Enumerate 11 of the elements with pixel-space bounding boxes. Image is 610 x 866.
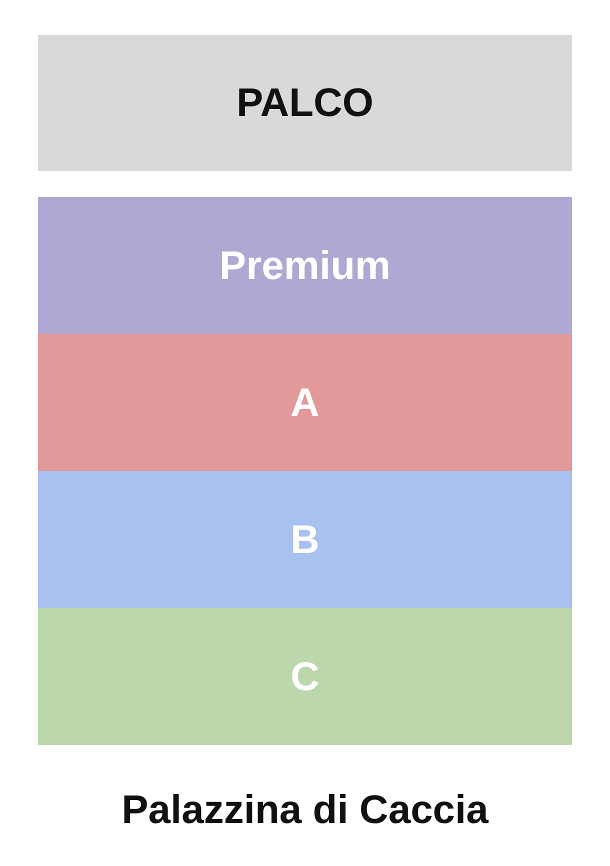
seating-zone xyxy=(38,471,572,608)
caption: Palazzina di Caccia xyxy=(120,787,490,834)
zone-label: C xyxy=(290,654,320,698)
seating-zone xyxy=(38,608,572,745)
zone-label: PALCO xyxy=(236,81,374,125)
stage-zone xyxy=(38,35,572,171)
seating-zone xyxy=(38,334,572,471)
zone-label: A xyxy=(290,380,320,424)
zone-label: Premium xyxy=(219,244,391,288)
zone-label: B xyxy=(290,518,320,562)
seating-zone xyxy=(38,197,572,334)
